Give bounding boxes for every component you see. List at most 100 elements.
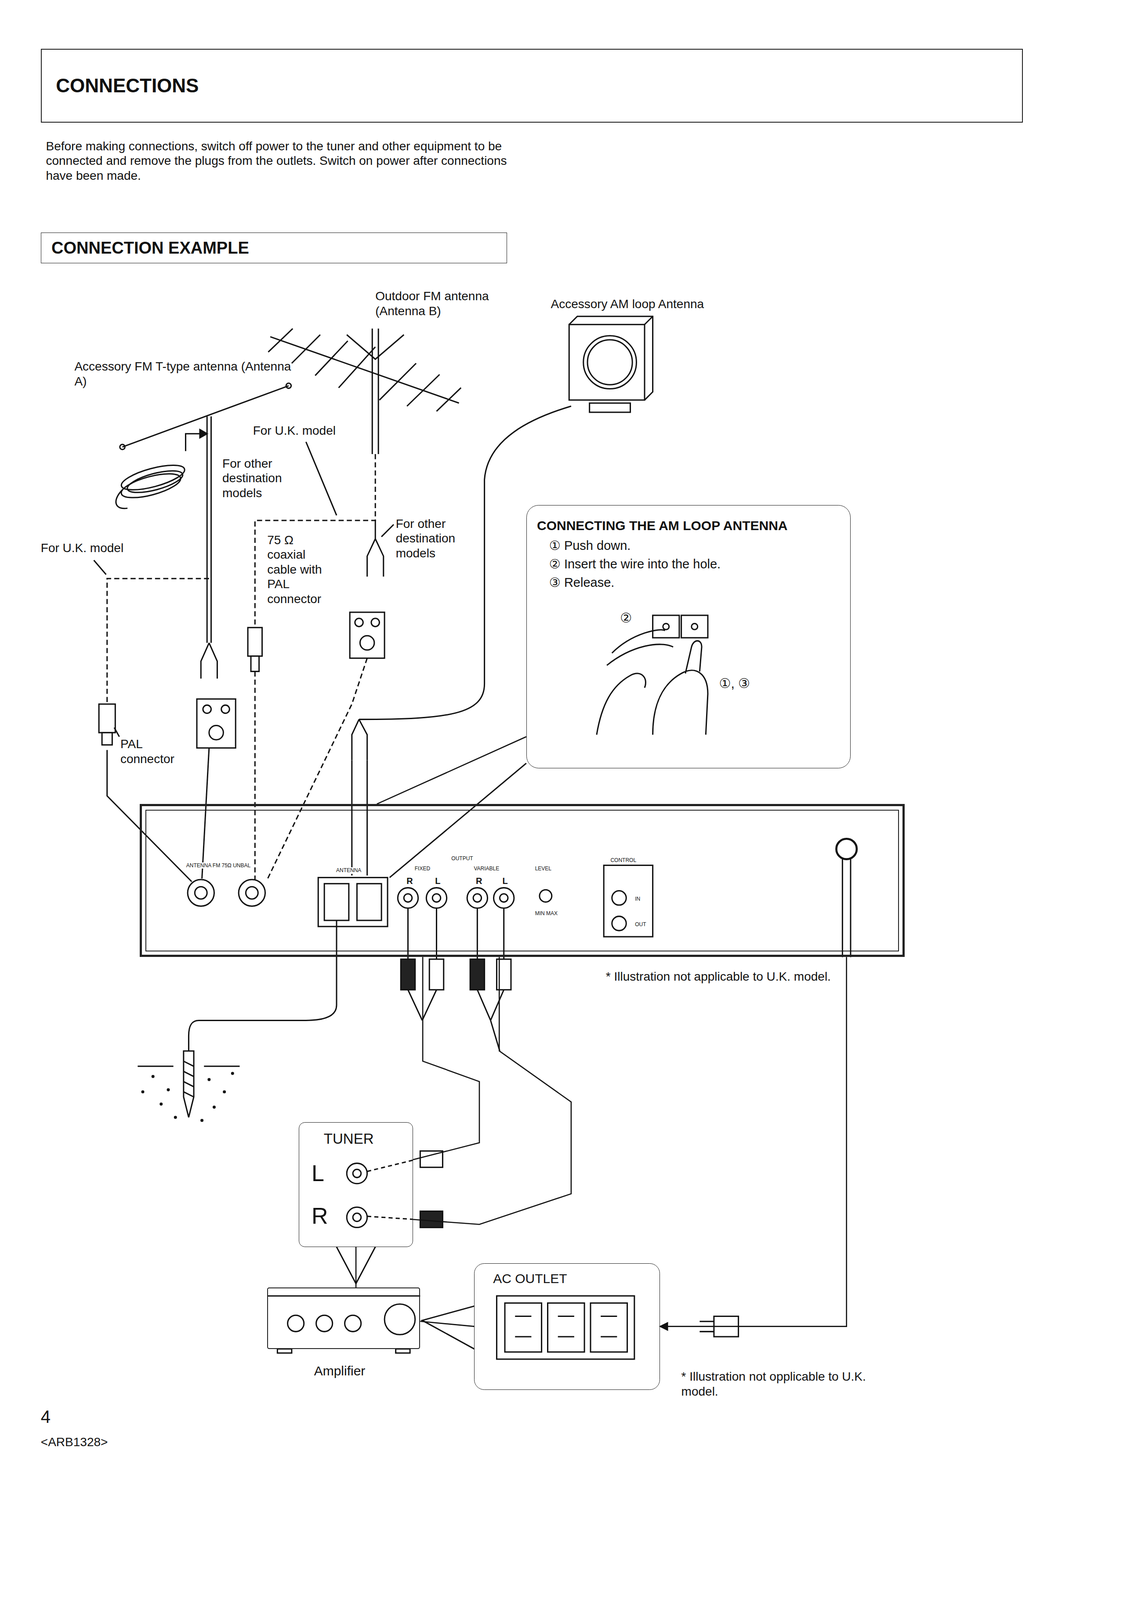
ground-wire [141,1089,145,1093]
outdoor-fm-antenna [346,334,404,360]
rear-panel-detail [612,916,627,931]
step-text: ③ Release. [549,574,615,591]
antenna-wires [107,578,210,704]
rear-panel-detail [539,889,552,902]
outdoor-fm-antenna [436,387,462,411]
amplifier-detail [277,1348,292,1353]
rear-panel-detail [493,887,514,908]
leader-lines [381,524,394,537]
leader-lines [114,727,120,737]
footnote: * Illustration not applicable to U.K. mo… [605,968,836,984]
ground-wire [183,1060,194,1097]
callout-box: CONNECTING THE AM LOOP ANTENNA① Push dow… [526,504,851,769]
amplifier-detail [422,1305,475,1349]
hand-illustration [596,615,708,735]
leader-lines [305,441,337,515]
antenna-wires [200,642,218,679]
fm-t-antenna [206,416,208,643]
rca-plugs [346,1206,367,1227]
rear-panel-detail [842,858,851,957]
fm-t-antenna [199,429,207,438]
device-label: Amplifier [314,1362,366,1379]
ac-outlet-callout: AC OUTLET [474,1262,660,1390]
am-loop-antenna [568,316,653,400]
hand-illustration [612,629,666,653]
subsection-title: CONNECTION EXAMPLE [51,238,250,259]
ground-wire [183,1050,194,1117]
page-number: 4 [40,1405,51,1427]
rca-plugs [420,1210,443,1227]
antenna-wires [221,704,230,714]
rca-plugs [346,1162,367,1183]
panel-label: ANTENNA [335,866,362,874]
intro-note: Before making connections, switch off po… [45,138,531,184]
outdoor-fm-antenna [315,340,348,376]
amplifier-detail [384,1303,416,1335]
panel-label: IN [634,895,641,902]
amplifier-detail [287,1314,305,1331]
ground-wire [212,1105,216,1109]
amplifier-detail [267,1246,475,1353]
document-code: <ARB1328> [40,1434,109,1450]
outdoor-fm-antenna [377,328,380,455]
fm-t-antenna [119,444,126,450]
fm-t-antenna [119,468,183,503]
ground-wire [137,920,337,1122]
channel-label: R [475,875,483,886]
am-loop-antenna [351,316,653,878]
fm-t-antenna [210,416,212,643]
amplifier-detail [267,1294,421,1297]
panel-label: OUT [634,920,647,928]
rear-panel-detail [467,887,488,908]
outdoor-fm-antenna [291,334,321,364]
panel-label: MIN MAX [534,909,559,917]
audio-cable [413,956,572,1224]
antenna-wires [267,657,367,880]
antenna-wires [349,612,385,658]
variant-note: For other destination models [222,456,309,501]
rear-panel-detail [145,809,899,951]
step-text: ② Insert the wire into the hole. [549,556,721,572]
rca-plugs [400,958,415,990]
rear-panel-detail [356,883,382,921]
rca-plugs [352,1212,362,1222]
fm-t-antenna [185,433,200,451]
rca-plugs [470,958,485,990]
rear-panel-detail [432,893,441,903]
amplifier-unit: Amplifier [267,1286,421,1349]
antenna-wires [101,732,113,745]
ground-wire [159,1101,163,1106]
antenna-wires [247,627,262,656]
hand-illustration [652,615,680,638]
rear-panel-detail [324,883,349,921]
rear-panel-detail [187,879,214,906]
panel-label: LEVEL [534,865,552,872]
ground-wire [207,1077,211,1081]
ground-wire [166,1087,171,1091]
power-cord [659,956,847,1326]
rear-panel-detail [194,886,207,899]
rear-panel-detail [612,890,627,905]
ground-wire [188,920,337,1051]
callout-title: TUNER [323,1129,374,1148]
am-loop-antenna [568,324,645,400]
fm-t-antenna [286,383,292,389]
ground-wire [137,1065,240,1067]
panel-label: FIXED [414,865,431,872]
panel-label: CONTROL [609,856,637,863]
antenna-wires [202,747,210,879]
hand-illustration [663,623,670,630]
part-label: Accessory FM T-type antenna (Antenna A) [74,358,299,389]
ac-outlet-detail [496,1295,635,1359]
ac-outlet-detail [514,1315,617,1337]
rear-panel-detail [473,893,482,903]
rear-panel-detail [836,838,857,859]
antenna-wires [98,703,116,733]
amplifier-detail [344,1314,362,1331]
outdoor-fm-antenna [268,328,293,352]
ground-wire [151,1074,155,1078]
callout-pointer [420,1320,475,1327]
part-label: Accessory AM loop Antenna [550,296,704,312]
rear-panel-detail [426,887,447,908]
